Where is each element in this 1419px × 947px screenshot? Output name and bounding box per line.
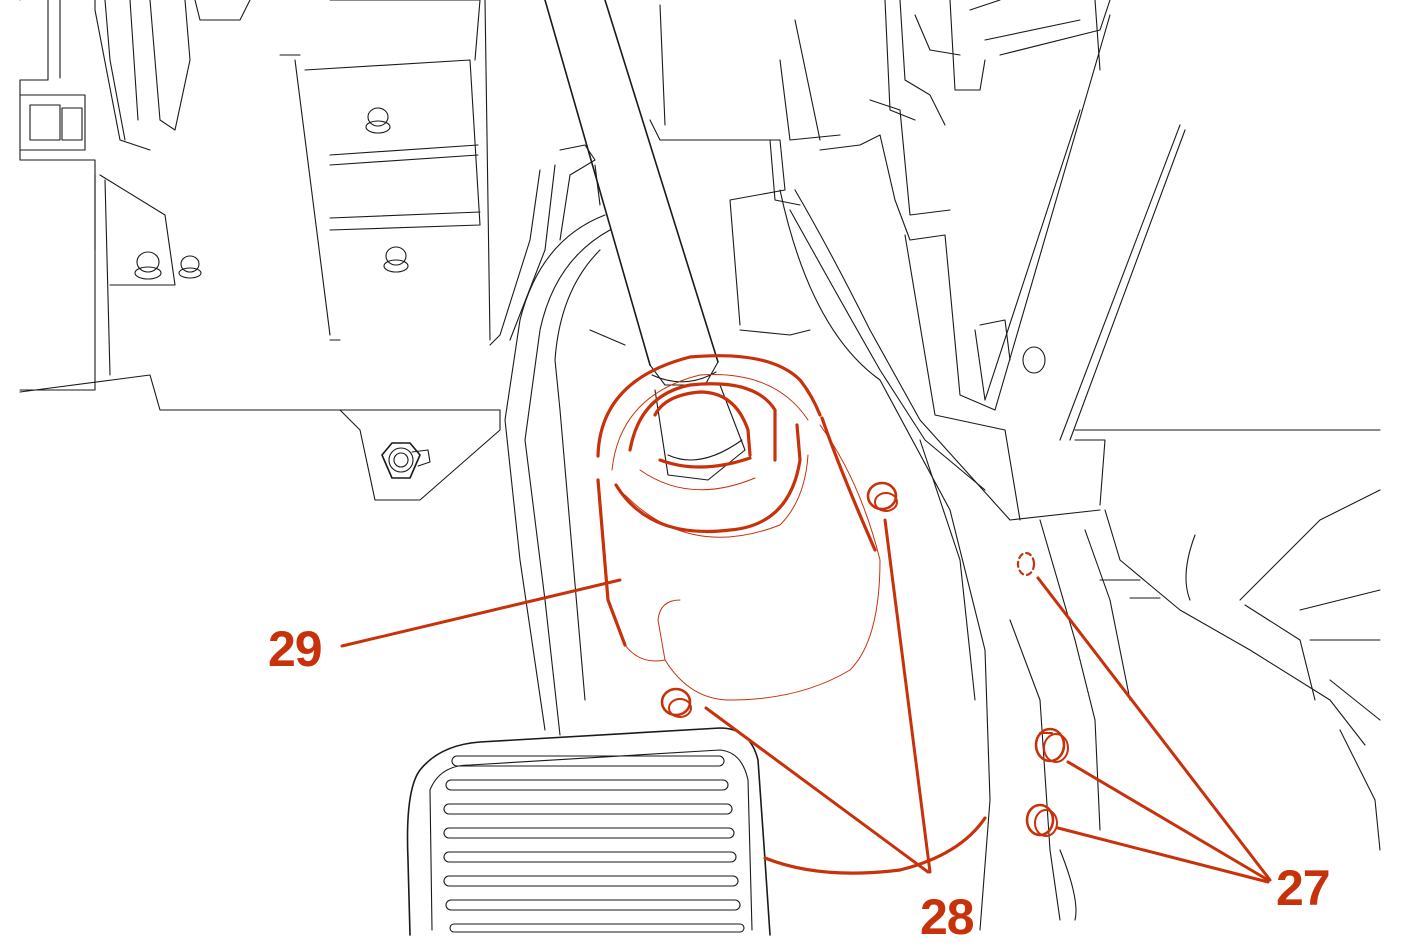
cover-bolt-upper <box>866 481 898 512</box>
highlighted-parts <box>596 354 1069 875</box>
callout-27: 27 <box>1276 860 1330 916</box>
leader-lines <box>340 518 1272 884</box>
left-panel <box>19 0 501 411</box>
leader-28a <box>883 518 932 874</box>
leader-27a <box>1036 576 1272 882</box>
right-bolt-hidden <box>1016 551 1036 577</box>
upper-bolt-1 <box>365 107 391 134</box>
left-bolt-1 <box>134 251 162 280</box>
lower-left-bracket <box>339 409 501 501</box>
upper-bracket <box>194 0 491 341</box>
left-bolt-2 <box>178 255 202 279</box>
pedal-ribs <box>443 755 745 933</box>
callout-labels: 29 28 27 <box>268 621 1331 945</box>
bolt-group-right <box>1016 551 1069 837</box>
callout-29: 29 <box>268 621 322 677</box>
leader-29 <box>340 578 622 648</box>
right-bolt-lower <box>1025 803 1058 837</box>
pedal-pad <box>406 727 771 936</box>
right-frame <box>779 0 1381 931</box>
hex-nut <box>381 442 431 479</box>
upper-bolt-2 <box>383 246 409 273</box>
pedal-boot-cover <box>596 354 881 701</box>
pedal-rod <box>544 0 746 481</box>
leader-27b <box>1066 760 1270 882</box>
background-line-art <box>19 0 1381 936</box>
callout-28: 28 <box>920 889 974 945</box>
leader-28b <box>704 706 930 874</box>
left-rail <box>504 214 626 736</box>
bolt-group-cover <box>660 481 987 875</box>
cover-bolt-lower <box>660 687 692 718</box>
leader-27c <box>1056 826 1270 884</box>
right-bolt-upper <box>1034 727 1069 763</box>
central-mount <box>489 4 896 346</box>
